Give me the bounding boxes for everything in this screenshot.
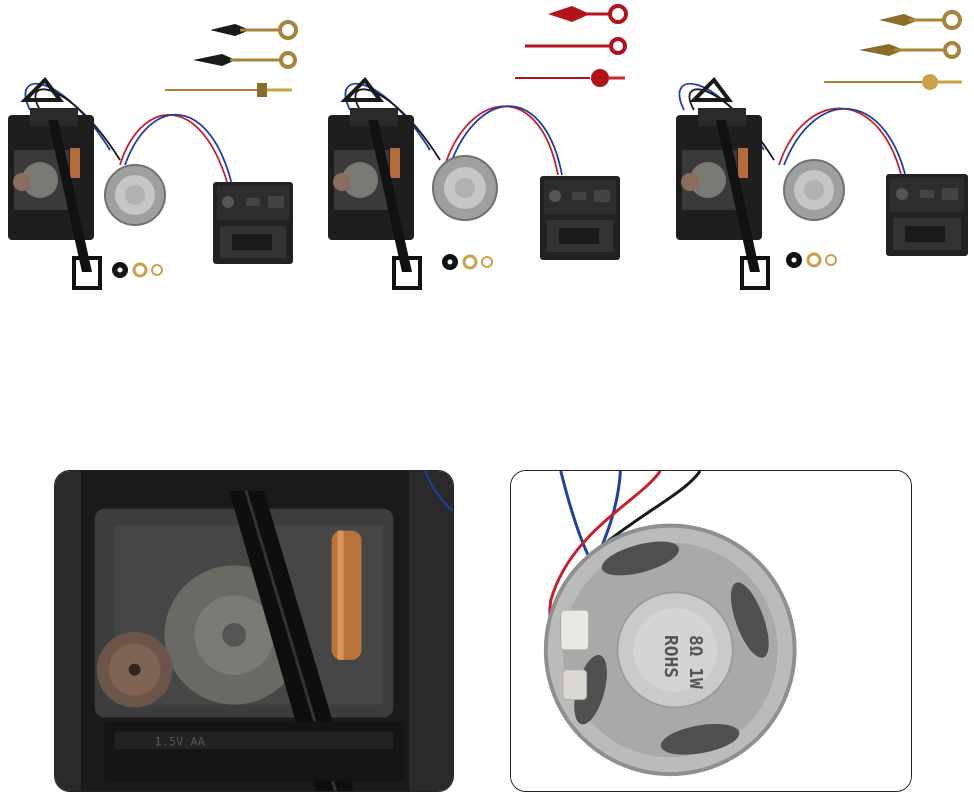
clock-kit-2 [320, 0, 640, 300]
chime-control-box [540, 176, 620, 260]
second-hand [515, 69, 625, 87]
minute-hand [525, 37, 627, 55]
speaker-closeup: 8Ω 1W ROHS [511, 471, 911, 791]
kit-illustration [328, 4, 628, 290]
speaker [783, 159, 845, 221]
kit-illustration [8, 20, 298, 290]
battery-print: 1.5V AA [155, 734, 205, 748]
movement-closeup: 1.5V AA [55, 471, 453, 791]
pendulum-arm [716, 120, 770, 290]
washers [786, 252, 837, 268]
movement-body [328, 76, 414, 240]
speaker [432, 155, 498, 221]
pendulum-arm [48, 120, 102, 290]
chime-control-box [886, 174, 968, 256]
speaker-closeup-panel: 8Ω 1W ROHS [510, 470, 912, 792]
second-hand [824, 74, 962, 90]
pendulum-arm [368, 120, 422, 290]
chime-control-box [213, 182, 293, 264]
hour-hand [548, 4, 628, 24]
second-hand [165, 83, 292, 97]
speaker-rating: 8Ω 1W [685, 635, 706, 689]
washers [442, 254, 493, 270]
speaker-rohs: ROHS [660, 635, 681, 678]
clock-kit-3 [654, 0, 974, 300]
speaker [104, 164, 166, 226]
movement-body [676, 76, 762, 240]
clock-kit-1 [0, 0, 320, 300]
minute-hand [193, 51, 297, 69]
movement-closeup-panel: 1.5V AA [54, 470, 454, 792]
minute-hand [859, 41, 961, 59]
kit-illustration [676, 10, 968, 290]
hour-hand [210, 20, 298, 40]
washers [112, 262, 163, 278]
movement-body [8, 76, 94, 240]
hour-hand [879, 10, 962, 30]
